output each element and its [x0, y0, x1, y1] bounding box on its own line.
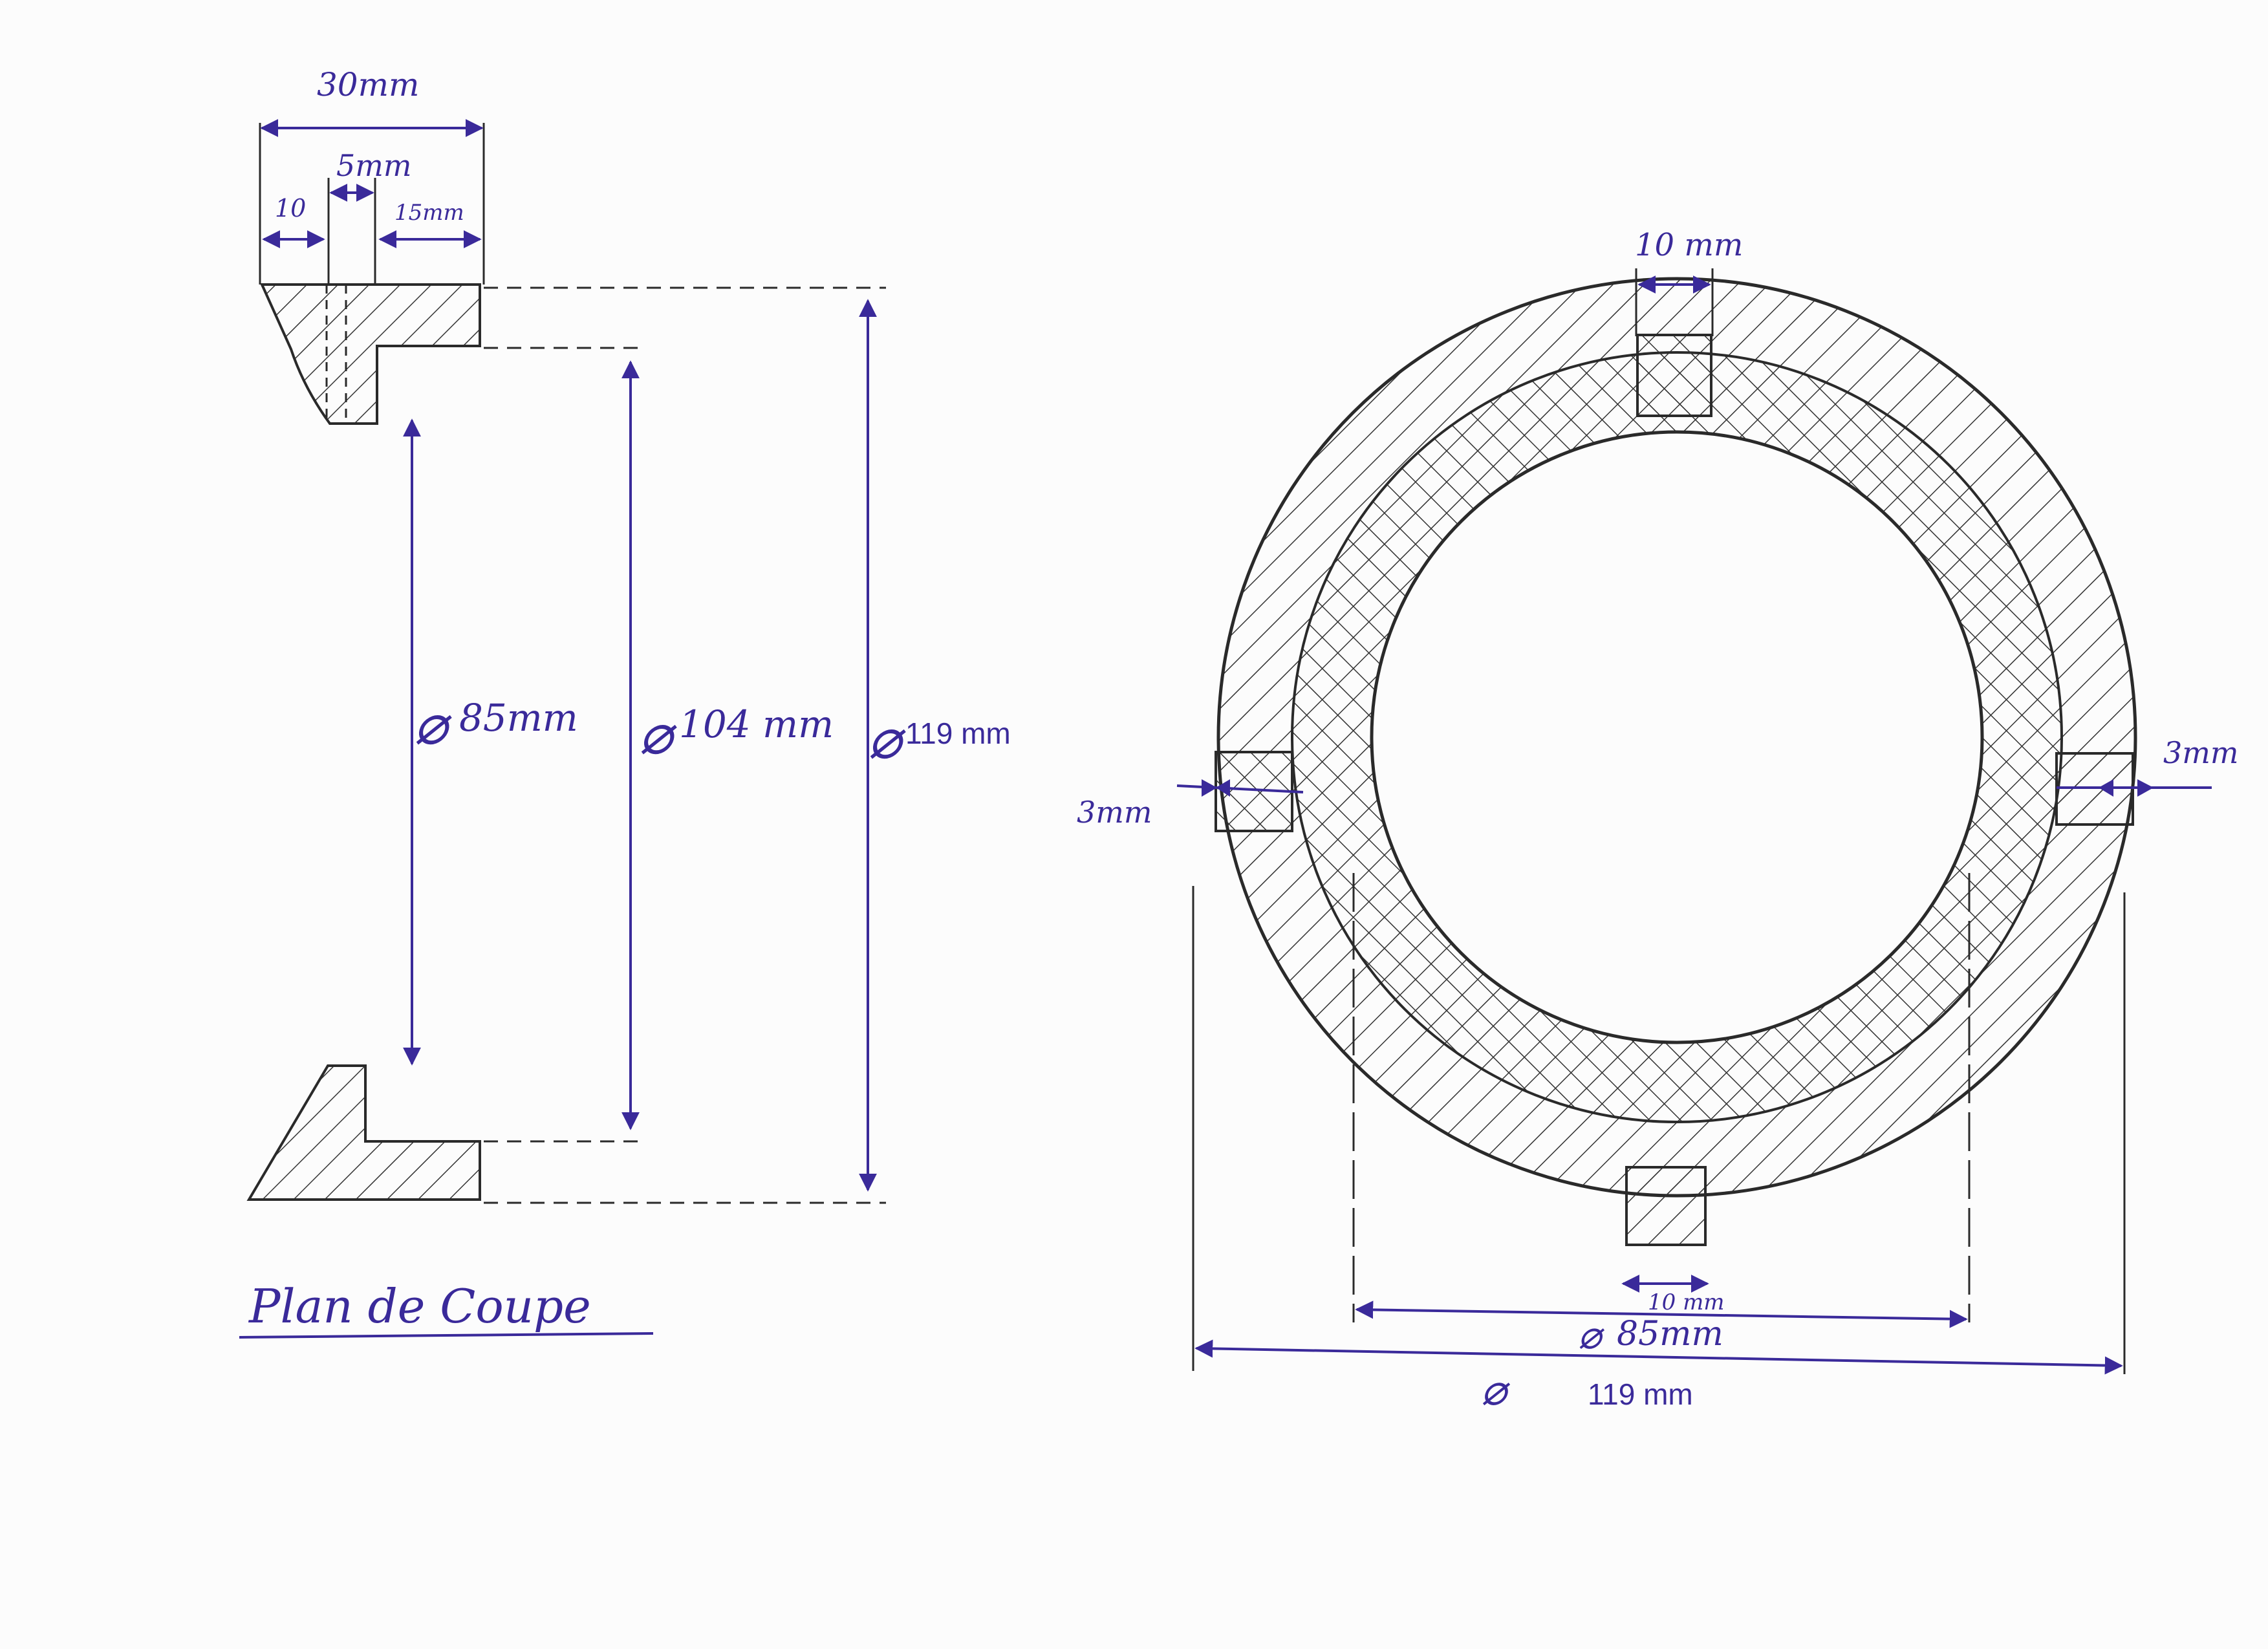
section-title-underline: [239, 1332, 654, 1339]
offset-left-label: 3mm: [1077, 795, 1152, 830]
dim-left-label: 10: [275, 194, 306, 222]
section-profile-top: [259, 283, 481, 425]
offset-left-arrow-a: [1202, 779, 1217, 797]
dia-mid-symbol: ⌀: [639, 702, 677, 767]
key-bottom: [1625, 1166, 1707, 1246]
ring-inner-dia-symbol: ⌀: [1578, 1313, 1604, 1358]
section-profile-bottom: [246, 1064, 481, 1201]
dia-inner-label-group: ⌀ 85mm: [414, 693, 578, 757]
offset-left-arrow-b: [1216, 779, 1230, 797]
ring-inner-band: [1292, 352, 2062, 1122]
key-top-label: 10 mm: [1635, 227, 1743, 263]
dia-outer-label: 119 mm: [905, 717, 1011, 750]
offset-left-dim-line: [1176, 784, 1304, 793]
section-view: 30mm 5mm 10 15mm ⌀ 85mm ⌀ 104 mm ⌀ 119 m…: [239, 66, 1011, 1339]
dim-right-label: 15mm: [394, 200, 464, 226]
key-top: [1636, 334, 1712, 417]
key-bottom-label: 10 mm: [1648, 1289, 1725, 1315]
ring-view: 10 mm 10 mm 3mm 3mm ⌀ 85mm ⌀ 119 mm: [1077, 227, 2239, 1415]
ring-outer-dia-symbol: ⌀: [1481, 1365, 1511, 1415]
dia-outer-symbol: ⌀: [868, 707, 906, 771]
ring-inner-dia-label: 85mm: [1617, 1315, 1723, 1353]
ring-inner-dim-line: [1355, 1300, 1968, 1328]
dia-inner-symbol: ⌀: [414, 693, 452, 757]
ring-inner-circle: [1370, 430, 1984, 1044]
dia-mid-label: 104 mm: [679, 702, 834, 746]
dia-inner-label: 85mm: [459, 696, 578, 740]
ring-outer-dia-label: 119 mm: [1588, 1377, 1693, 1411]
dia-mid-label-group: ⌀ 104 mm: [639, 702, 834, 767]
section-title: Plan de Coupe: [248, 1279, 591, 1333]
dia-outer-label-group: ⌀ 119 mm: [868, 707, 1011, 771]
dim-total-width-label: 30mm: [317, 66, 419, 103]
offset-right-arrow-b: [2137, 779, 2154, 797]
offset-right-label: 3mm: [2163, 735, 2239, 770]
offset-right-arrow-a: [2099, 779, 2113, 797]
ring-outer-dim-line: [1194, 1339, 2123, 1375]
dim-groove-label: 5mm: [336, 148, 412, 183]
